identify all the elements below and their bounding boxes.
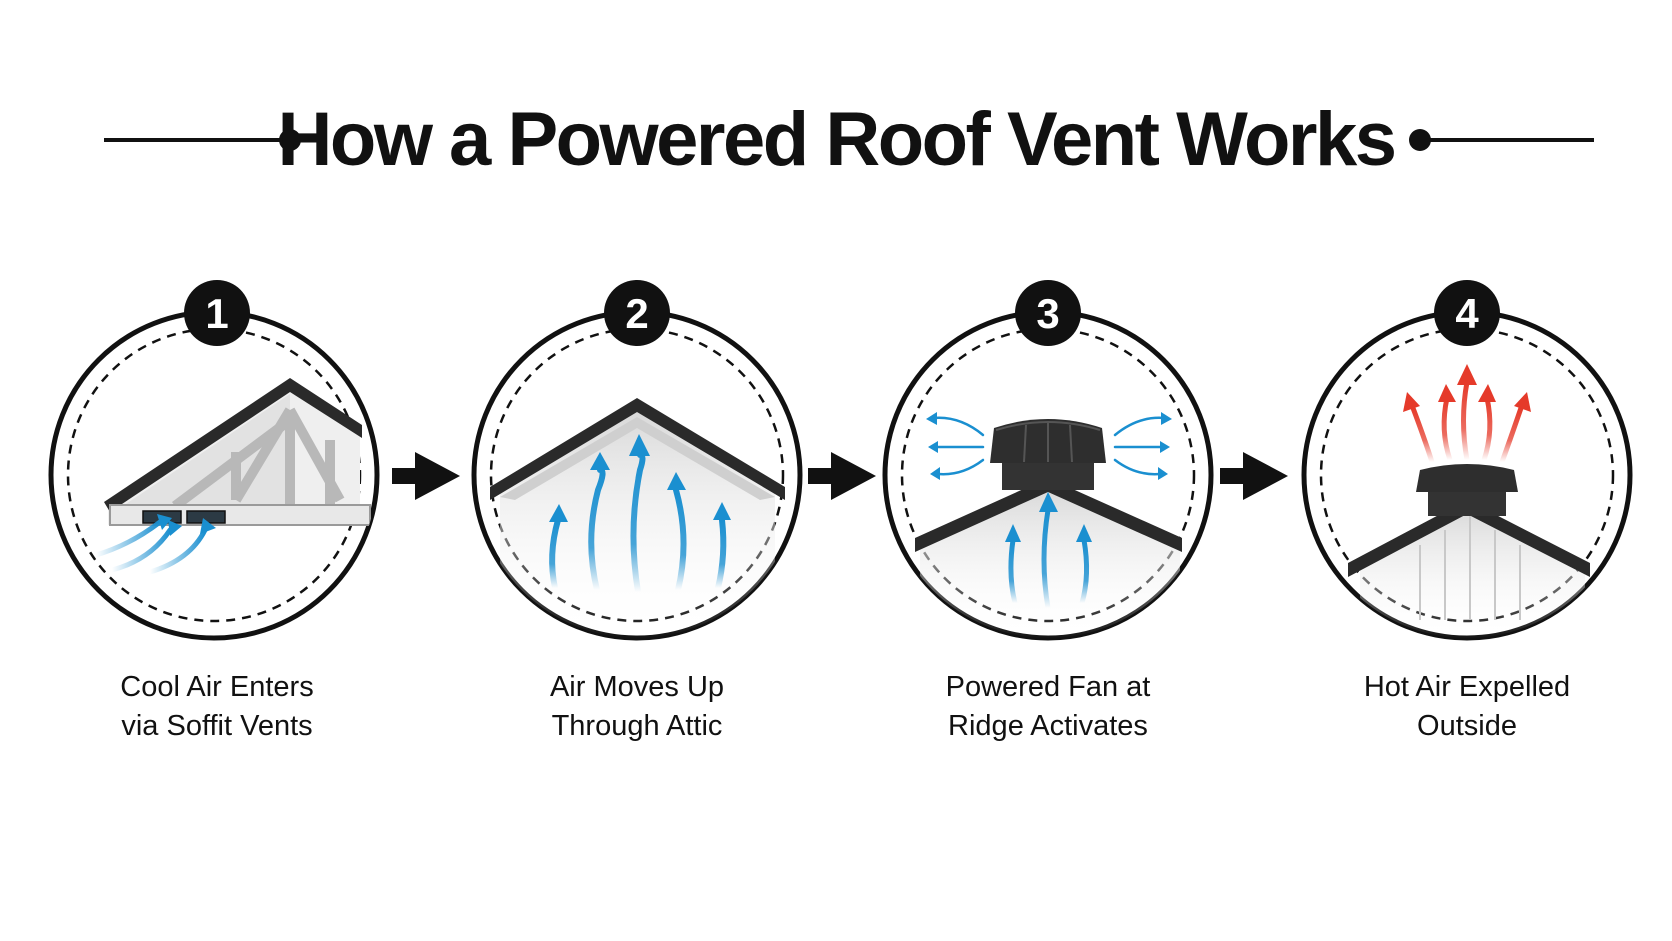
step-2-badge [604, 280, 670, 346]
step-3: 3 [882, 280, 1214, 641]
step-4-label-line1: Hot Air Expelled [1363, 671, 1571, 703]
ridge-fan-icon [915, 412, 1182, 638]
step-1-number: 1 [205, 290, 228, 337]
step-3-badge [1015, 280, 1081, 346]
step-4-number: 4 [1455, 290, 1479, 337]
step-1-label-line2: via Soffit Vents [121, 710, 313, 742]
step-3-label-line1: Powered Fan at [945, 671, 1151, 703]
step-4-label: Hot Air Expelled Outside [1307, 668, 1627, 746]
step-1-badge [184, 280, 250, 346]
step-3-number: 3 [1036, 290, 1059, 337]
step-2-label-line2: Through Attic [551, 710, 723, 742]
page-title: How a Powered Roof Vent Works [277, 97, 1397, 182]
title-rule-left [104, 138, 290, 142]
right-arrow-icon [392, 452, 460, 500]
hot-air-exhaust-icon [1348, 364, 1590, 638]
step-2: 2 [471, 280, 803, 641]
rising-air-icon [490, 398, 785, 638]
step-1: 1 [48, 280, 380, 641]
step-4-badge [1434, 280, 1500, 346]
title-rule-right [1420, 138, 1594, 142]
right-arrow-icon [808, 452, 876, 500]
step-2-label: Air Moves Up Through Attic [477, 668, 797, 746]
title-dot-left [279, 129, 301, 151]
step-2-number: 2 [625, 290, 648, 337]
right-arrow-icon [1220, 452, 1288, 500]
soffit-vent-icon [93, 378, 371, 575]
step-3-label: Powered Fan at Ridge Activates [888, 668, 1208, 746]
step-3-label-line2: Ridge Activates [948, 710, 1148, 742]
step-1-label-line1: Cool Air Enters [120, 671, 314, 703]
step-4-label-line2: Outside [1417, 710, 1517, 742]
step-2-label-line1: Air Moves Up [549, 671, 725, 703]
title-row: How a Powered Roof Vent Works [0, 90, 1672, 190]
step-4: 4 [1301, 280, 1633, 641]
step-1-label: Cool Air Enters via Soffit Vents [57, 668, 377, 746]
